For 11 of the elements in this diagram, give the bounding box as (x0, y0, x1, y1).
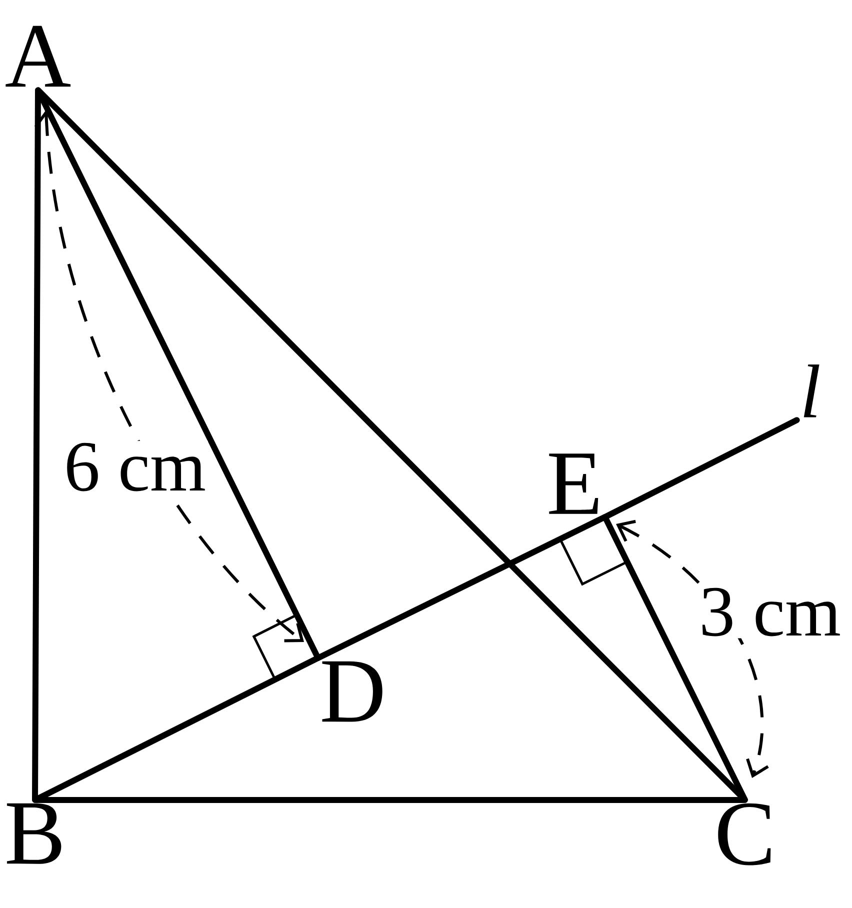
line-segment (32, 655, 321, 803)
point-label: l (804, 364, 820, 418)
line-segment (32, 87, 41, 803)
dimension-label: 6 cm (62, 440, 208, 494)
point-label: C (718, 803, 771, 866)
line-segment (602, 417, 800, 520)
point-label: D (322, 661, 382, 722)
dimension-label: 3 cm (697, 586, 843, 638)
point-label: B (6, 803, 62, 864)
point-label: A (6, 26, 71, 87)
point-label: E (549, 454, 598, 514)
